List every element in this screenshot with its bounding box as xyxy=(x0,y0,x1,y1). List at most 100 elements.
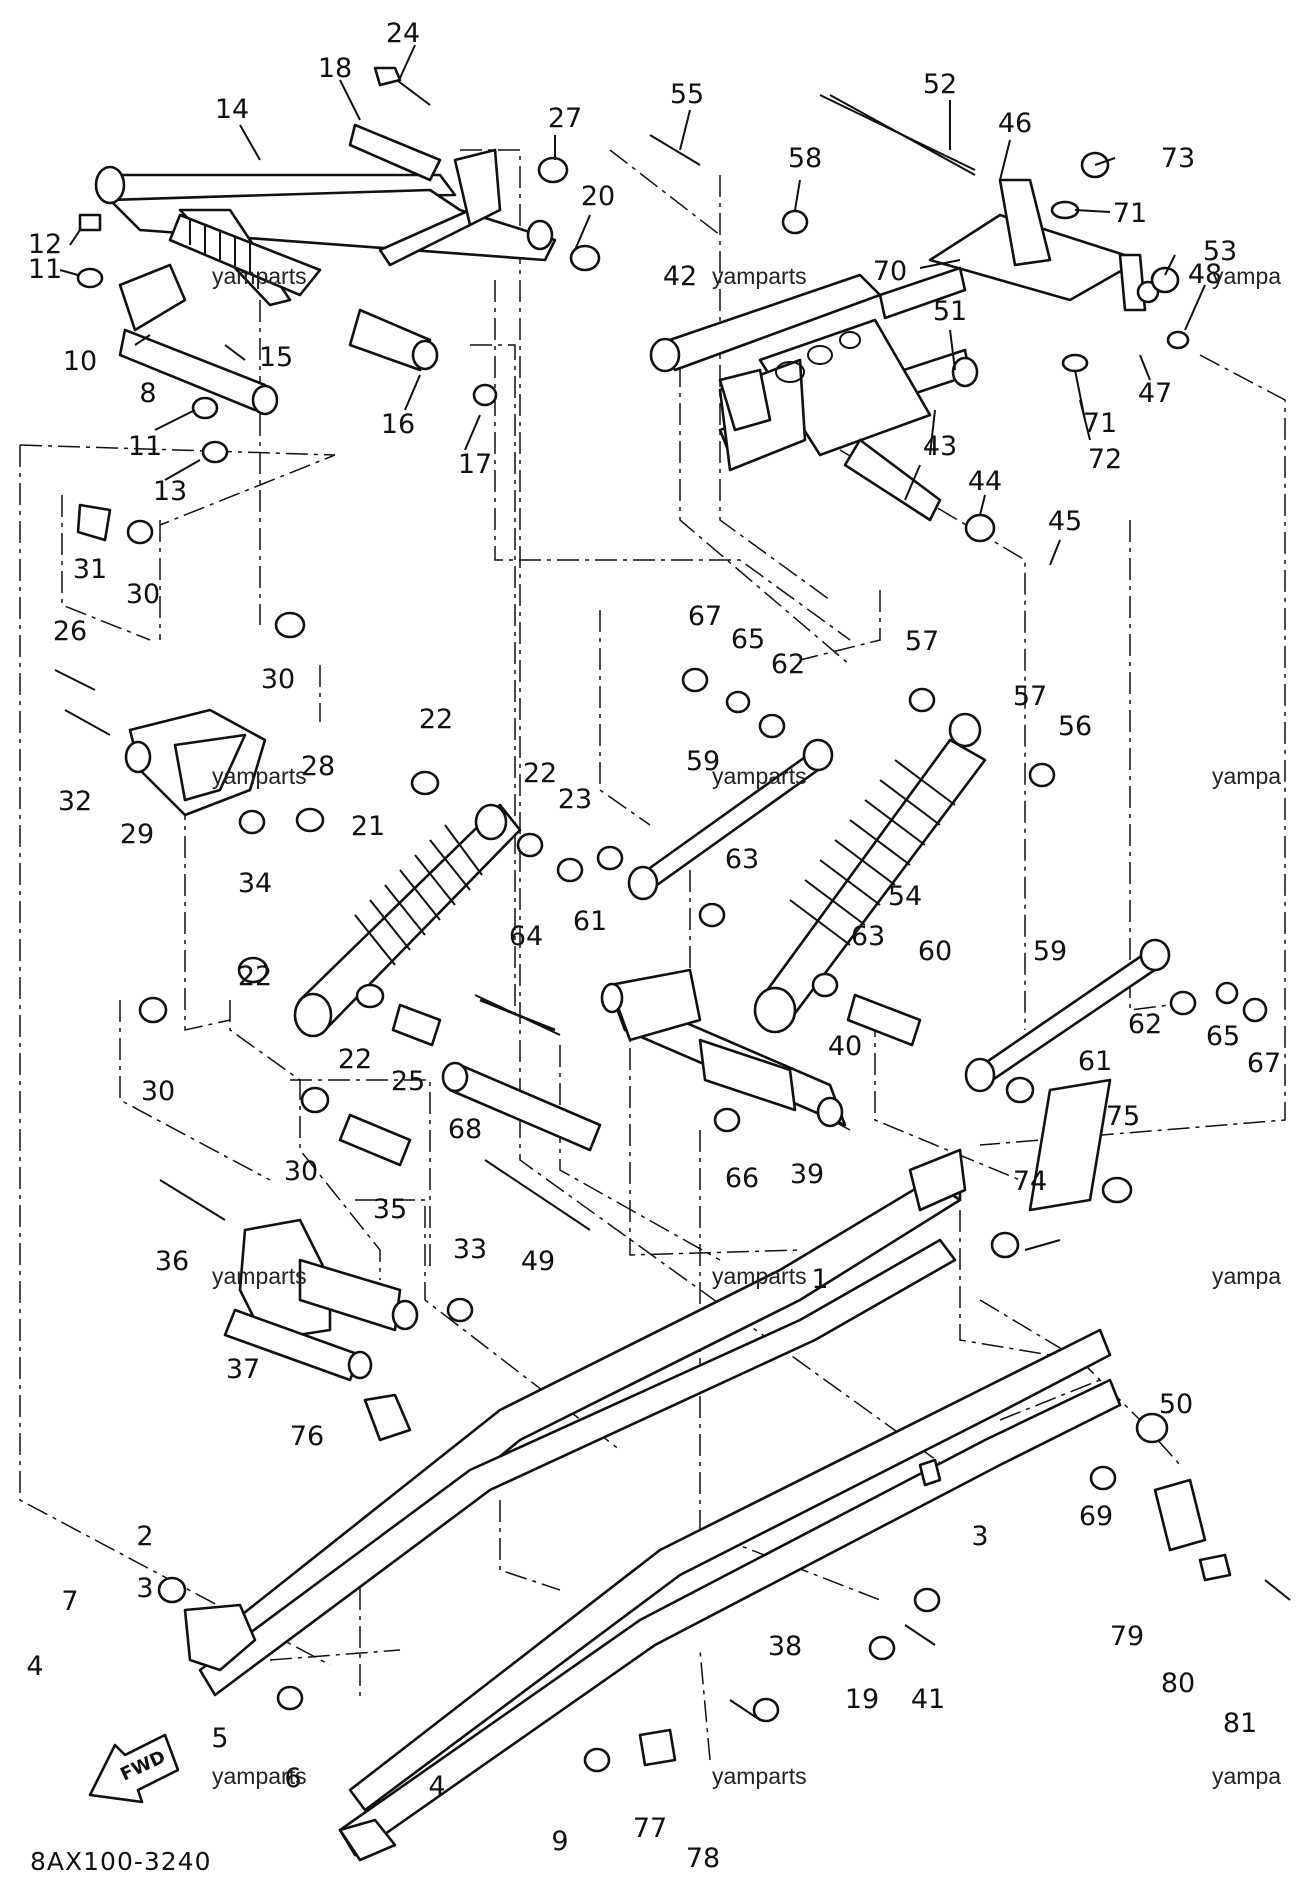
watermarks: yamparts yamparts yampa yamparts yampart… xyxy=(212,263,1281,1789)
callout-18: 18 xyxy=(318,53,352,84)
callout-69: 69 xyxy=(1079,1501,1113,1532)
callout-22-d: 22 xyxy=(338,1044,372,1075)
callout-14: 14 xyxy=(215,94,249,125)
callout-5: 5 xyxy=(211,1723,228,1754)
callout-25: 25 xyxy=(391,1066,425,1097)
callout-26: 26 xyxy=(53,616,87,647)
callout-11-top: 11 xyxy=(28,254,62,285)
callout-65-top: 65 xyxy=(731,624,765,655)
callout-61-b: 61 xyxy=(1078,1046,1112,1077)
callout-17: 17 xyxy=(458,449,492,480)
callout-68: 68 xyxy=(448,1114,482,1145)
callout-13: 13 xyxy=(153,476,187,507)
callout-15: 15 xyxy=(259,342,293,373)
callout-72: 72 xyxy=(1088,444,1122,475)
callout-30-c: 30 xyxy=(141,1076,175,1107)
callout-30-b: 30 xyxy=(261,664,295,695)
callout-44: 44 xyxy=(968,466,1002,497)
callout-22-a: 22 xyxy=(419,704,453,735)
callout-71-top: 71 xyxy=(1113,198,1147,229)
callout-45: 45 xyxy=(1048,506,1082,537)
watermark-cut: yampa xyxy=(1212,1763,1281,1789)
callout-31: 31 xyxy=(73,554,107,585)
callout-52: 52 xyxy=(923,69,957,100)
callout-63-a: 63 xyxy=(725,844,759,875)
callout-59-right: 59 xyxy=(1033,936,1067,967)
callout-40: 40 xyxy=(828,1031,862,1062)
callout-29: 29 xyxy=(120,819,154,850)
center-housing-39 xyxy=(600,968,847,1128)
rods-59 xyxy=(627,738,1171,1093)
callout-3-right: 3 xyxy=(971,1521,988,1552)
callout-42: 42 xyxy=(663,261,697,292)
callout-22-c: 22 xyxy=(238,961,272,992)
callout-43: 43 xyxy=(923,431,957,462)
callout-39: 39 xyxy=(790,1159,824,1190)
watermark: yamparts xyxy=(212,263,307,289)
callout-57-a: 57 xyxy=(905,626,939,657)
callout-76: 76 xyxy=(290,1421,324,1452)
callout-70: 70 xyxy=(873,256,907,287)
watermark: yamparts xyxy=(712,1763,807,1789)
callout-30-a: 30 xyxy=(126,579,160,610)
callout-4-bottom: 4 xyxy=(428,1771,445,1802)
callout-57-b: 57 xyxy=(1013,681,1047,712)
callout-80: 80 xyxy=(1161,1668,1195,1699)
callout-55: 55 xyxy=(670,79,704,110)
callout-81: 81 xyxy=(1223,1708,1257,1739)
callout-58: 58 xyxy=(788,143,822,174)
callout-78: 78 xyxy=(686,1843,720,1874)
slide-rails xyxy=(198,1078,1122,1862)
small-parts xyxy=(76,66,1291,1773)
callout-34: 34 xyxy=(238,868,272,899)
callout-11-bottom: 11 xyxy=(128,431,162,462)
callout-61-a: 61 xyxy=(573,906,607,937)
callout-23: 23 xyxy=(558,784,592,815)
callout-labels: 24 18 14 27 20 12 11 15 10 8 16 11 17 13… xyxy=(26,18,1281,1874)
callout-53: 53 xyxy=(1203,236,1237,267)
callout-56: 56 xyxy=(1058,711,1092,742)
callout-35: 35 xyxy=(373,1194,407,1225)
callout-19: 19 xyxy=(845,1684,879,1715)
callout-22-b: 22 xyxy=(523,758,557,789)
callout-62-right: 62 xyxy=(1128,1009,1162,1040)
shock-absorber-54 xyxy=(753,712,987,1034)
callout-41: 41 xyxy=(911,1684,945,1715)
diagram-code: 8AX100-3240 xyxy=(30,1847,212,1876)
callout-33: 33 xyxy=(453,1234,487,1265)
watermark: yamparts xyxy=(212,763,307,789)
callout-59-left: 59 xyxy=(686,746,720,777)
callout-20: 20 xyxy=(581,181,615,212)
front-arm-assembly xyxy=(94,123,557,416)
callout-48: 48 xyxy=(1188,259,1222,290)
callout-36: 36 xyxy=(155,1246,189,1277)
callout-30-d: 30 xyxy=(284,1156,318,1187)
callout-54: 54 xyxy=(888,881,922,912)
callout-64: 64 xyxy=(509,921,543,952)
callout-27: 27 xyxy=(548,103,582,134)
callout-71-bottom: 71 xyxy=(1083,408,1117,439)
callout-63-b: 63 xyxy=(851,921,885,952)
callout-4-left: 4 xyxy=(26,1651,43,1682)
callout-62-top: 62 xyxy=(771,649,805,680)
callout-60: 60 xyxy=(918,936,952,967)
bracket-29 xyxy=(124,708,267,817)
callout-49: 49 xyxy=(521,1246,555,1277)
shock-absorber-21 xyxy=(293,803,522,1038)
callout-9: 9 xyxy=(551,1826,568,1857)
callout-73: 73 xyxy=(1161,143,1195,174)
callout-51: 51 xyxy=(933,296,967,327)
callout-38: 38 xyxy=(768,1631,802,1662)
callout-3-left: 3 xyxy=(136,1573,153,1604)
callout-12: 12 xyxy=(28,229,62,260)
callout-8: 8 xyxy=(139,378,156,409)
leader-lines xyxy=(59,44,1206,566)
callout-28: 28 xyxy=(301,751,335,782)
callout-74: 74 xyxy=(1013,1166,1047,1197)
watermark-cut: yampa xyxy=(1212,263,1281,289)
watermark: yamparts xyxy=(712,1263,807,1289)
callout-2: 2 xyxy=(136,1521,153,1552)
callout-24: 24 xyxy=(386,18,420,49)
